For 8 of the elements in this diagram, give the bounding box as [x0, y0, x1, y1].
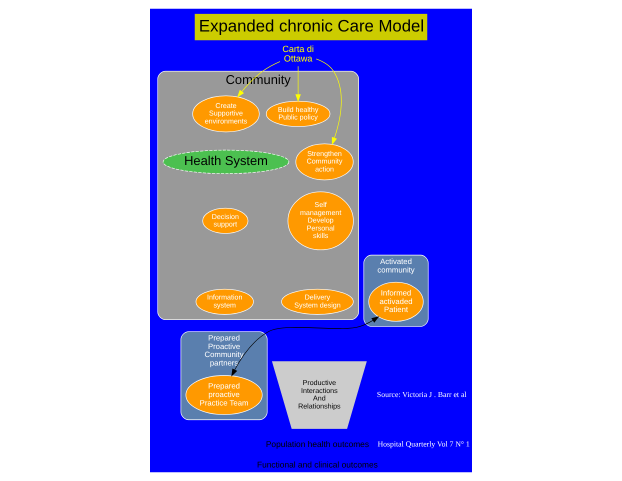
diagram-title: Expanded chronic Care Model: [198, 16, 424, 36]
label: Population health outcomes: [266, 438, 370, 449]
label: Functional and clinical outcomes: [257, 459, 378, 470]
arrow: [316, 58, 342, 146]
node-text: Carta di Ottawa: [282, 44, 314, 64]
arrow: [295, 66, 301, 102]
arrow: [231, 316, 380, 377]
node-ellipse: Health System: [162, 150, 290, 174]
